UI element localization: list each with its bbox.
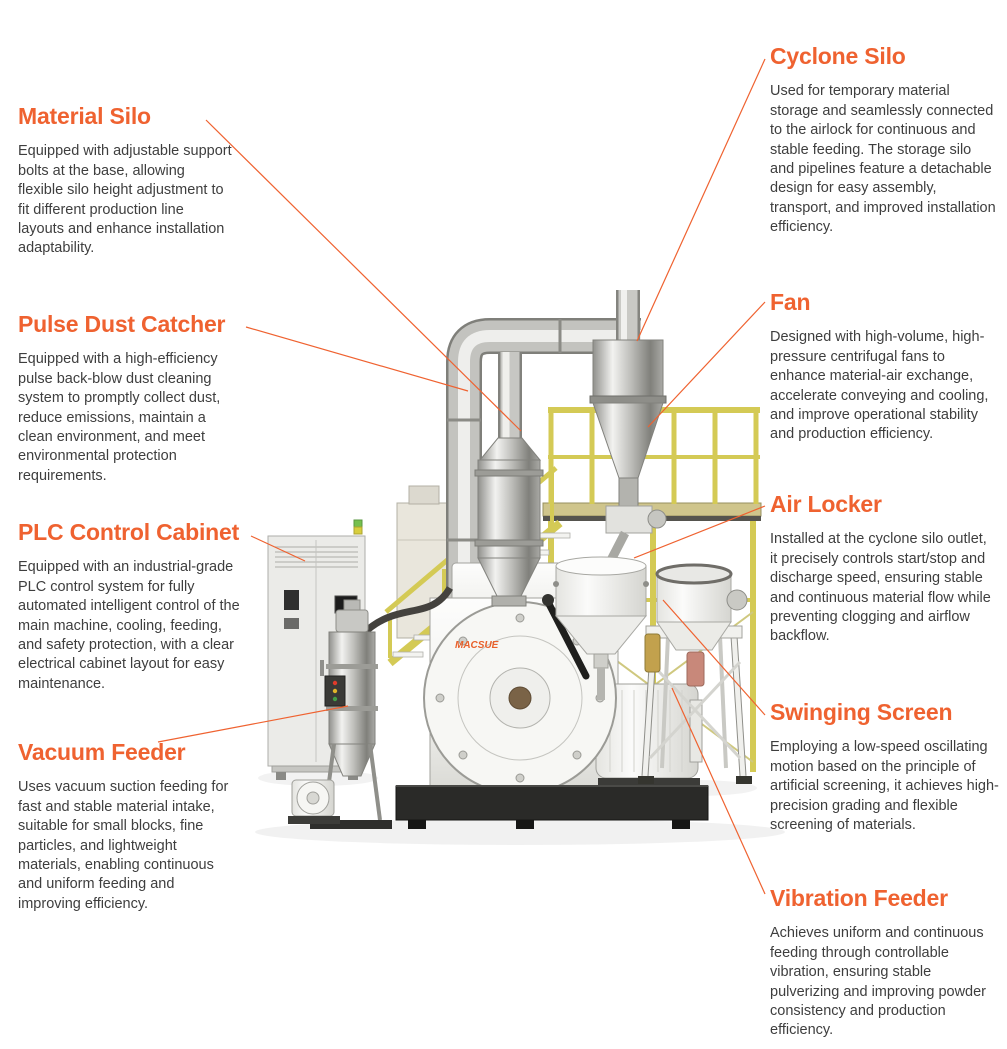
callout-vibration-feeder: Vibration Feeder Achieves uniform and co… — [770, 885, 1000, 1041]
lever — [542, 594, 590, 680]
feed-pipe — [498, 352, 522, 440]
cyclone — [589, 290, 667, 567]
leader-material-silo — [205, 119, 522, 432]
callout-plc-control-cabinet: PLC Control Cabinet Equipped with an ind… — [18, 519, 244, 694]
callout-material-silo: Material Silo Equipped with adjustable s… — [18, 103, 232, 259]
callout-title: Vibration Feeder — [770, 885, 948, 911]
material-silo-hopper — [474, 437, 544, 607]
callout-vacuum-feeder: Vacuum Feeder Uses vacuum suction feedin… — [18, 739, 232, 914]
brand-mark: MACSUE — [455, 640, 499, 651]
callout-body: Equipped with adjustable support bolts a… — [18, 143, 232, 257]
callout-body: Equipped with an industrial-grade PLC co… — [18, 559, 240, 692]
callout-title: Cyclone Silo — [770, 43, 906, 69]
callout-body: Achieves uniform and continuous feeding … — [770, 925, 987, 1039]
callout-body: Installed at the cyclone silo outlet, it… — [770, 531, 991, 645]
callout-air-locker: Air Locker Installed at the cyclone silo… — [770, 491, 996, 647]
callout-title: Pulse Dust Catcher — [18, 311, 226, 337]
callout-title: Vacuum Feeder — [18, 739, 186, 765]
callout-title: PLC Control Cabinet — [18, 519, 240, 545]
air-locker-unit — [605, 505, 667, 567]
callout-fan: Fan Designed with high-volume, high-pres… — [770, 289, 996, 445]
vacuum-pump — [288, 779, 340, 824]
callout-title: Air Locker — [770, 491, 882, 517]
callout-swinging-screen: Swinging Screen Employing a low-speed os… — [770, 699, 1000, 835]
leader-plc-cabinet — [250, 535, 306, 562]
leader-lines — [157, 58, 766, 895]
callout-body: Employing a low-speed oscillating motion… — [770, 739, 999, 833]
callout-body: Used for temporary material storage and … — [770, 83, 996, 236]
callout-title: Swinging Screen — [770, 699, 953, 725]
swing-screen-unit — [553, 556, 649, 700]
leader-swinging-screen — [662, 599, 766, 716]
vacuum-feeder-unit — [288, 586, 454, 829]
callout-body: Uses vacuum suction feeding for fast and… — [18, 779, 229, 912]
main-duct — [446, 318, 641, 632]
leader-vibration-feeder — [671, 687, 766, 895]
callout-body: Equipped with a high-efficiency pulse ba… — [18, 351, 221, 484]
mill: MACSUE — [395, 562, 709, 829]
leader-air-locker — [633, 505, 766, 559]
leader-vacuum-feeder — [157, 705, 349, 743]
vibration-feeder-unit — [638, 563, 752, 784]
callout-cyclone-silo: Cyclone Silo Used for temporary material… — [770, 43, 996, 238]
leader-cyclone-silo — [636, 58, 766, 342]
leader-fan — [647, 301, 766, 428]
callout-body: Designed with high-volume, high-pressure… — [770, 329, 989, 443]
callout-title: Fan — [770, 289, 811, 315]
callout-title: Material Silo — [18, 103, 151, 129]
callout-pulse-dust-catcher: Pulse Dust Catcher Equipped with a high-… — [18, 311, 238, 486]
leader-pulse-dust-catcher — [245, 326, 469, 392]
